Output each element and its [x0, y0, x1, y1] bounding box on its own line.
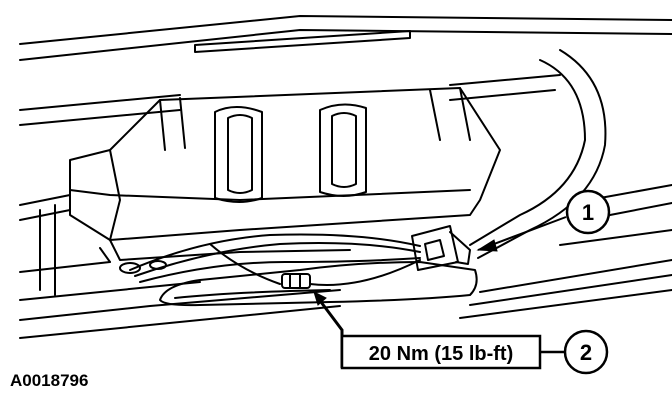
curved-cable [469, 49, 607, 259]
sensor-connector [411, 225, 471, 271]
lower-frame-rails [19, 184, 672, 339]
callout-1-leader [476, 216, 567, 252]
housing-ports [214, 103, 367, 203]
callout-1-badge: 1 [565, 189, 611, 235]
upper-panel [19, 15, 672, 221]
figure-id: A0018796 [10, 371, 88, 390]
torque-spec-callout: 20 Nm (15 lb-ft) 2 [340, 329, 609, 375]
wire-harness [129, 233, 421, 286]
fasteners [119, 260, 167, 274]
harness-clip [281, 273, 311, 289]
callout-2-leader [313, 291, 344, 368]
callout-2-number: 2 [580, 340, 592, 365]
torque-spec-label: 20 Nm (15 lb-ft) [369, 343, 513, 365]
callout-1-number: 1 [582, 200, 594, 225]
mounting-bracket [159, 261, 478, 307]
